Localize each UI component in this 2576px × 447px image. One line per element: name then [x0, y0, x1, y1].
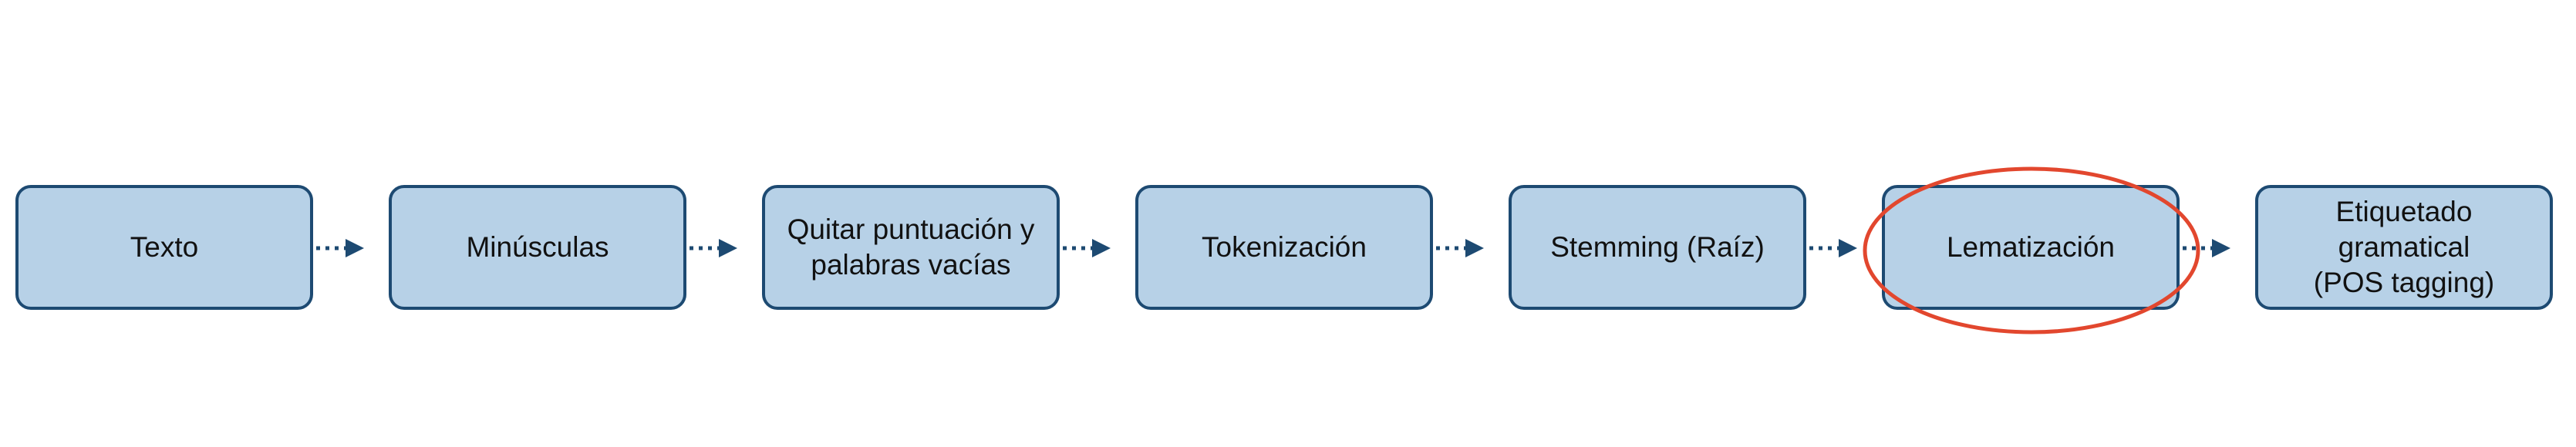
arrow-2 — [690, 239, 737, 257]
arrow-1 — [316, 239, 364, 257]
step-texto: Texto — [15, 185, 313, 310]
step-label: Stemming (Raíz) — [1550, 231, 1765, 263]
step-label: Etiquetado gramatical (POS tagging) — [2313, 196, 2495, 298]
step-label: Quitar puntuación y palabras vacías — [787, 213, 1035, 281]
step-minusculas: Minúsculas — [389, 185, 686, 310]
arrow-3 — [1063, 239, 1111, 257]
step-label: Texto — [130, 231, 199, 263]
arrow-5 — [1809, 239, 1857, 257]
step-label: Tokenización — [1202, 231, 1367, 263]
step-pos-tagging: Etiquetado gramatical (POS tagging) — [2255, 185, 2553, 310]
step-quitar-puntuacion: Quitar puntuación y palabras vacías — [762, 185, 1060, 310]
step-label: Minúsculas — [466, 231, 609, 263]
step-stemming: Stemming (Raíz) — [1509, 185, 1806, 310]
arrow-4 — [1436, 239, 1484, 257]
step-tokenizacion: Tokenización — [1135, 185, 1433, 310]
step-lematizacion: Lematización — [1882, 185, 2180, 310]
arrow-6 — [2183, 239, 2230, 257]
step-label: Lematización — [1946, 231, 2115, 263]
